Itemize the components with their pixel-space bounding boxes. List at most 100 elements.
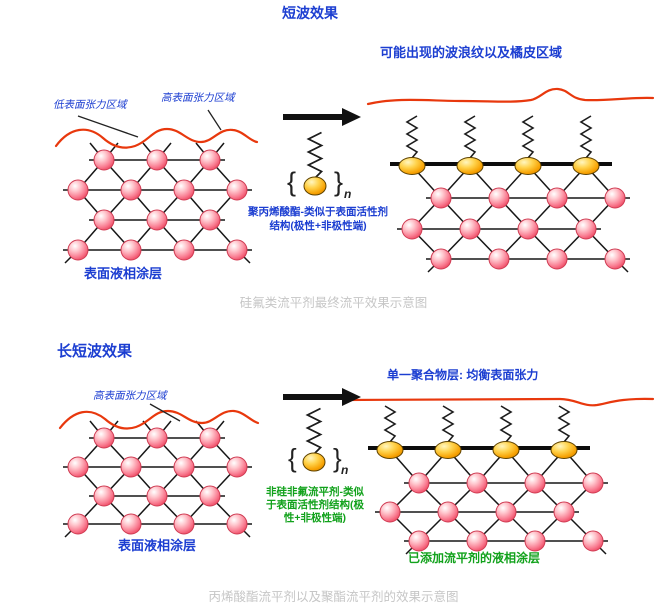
lattice-bottom-left — [63, 420, 252, 538]
high-tension-label-bottom: 高表面张力区域 — [93, 390, 167, 402]
bottom-right-lattice-caption: 已添加流平剂的液相涂层 — [408, 551, 541, 565]
top-panel-caption: 硅氟类流平剂最终流平效果示意图 — [239, 296, 428, 310]
top-left-lattice-caption: 表面液相涂层 — [84, 266, 163, 281]
molecule-label-line2: 结构(极性+非极性端) — [269, 220, 367, 232]
repeat-subscript: n — [344, 187, 352, 201]
pink-sphere — [173, 456, 195, 478]
pink-sphere — [546, 187, 568, 209]
top-right-heading: 可能出现的波浪纹以及橘皮区域 — [380, 45, 563, 60]
pink-sphere — [199, 149, 221, 171]
pink-sphere — [67, 179, 89, 201]
orange-head — [514, 157, 542, 175]
pink-sphere — [430, 248, 452, 270]
pink-sphere — [67, 456, 89, 478]
brace-left: { — [287, 167, 297, 197]
bottom-panel-title: 长短波效果 — [57, 343, 133, 360]
pink-sphere — [93, 427, 115, 449]
surfactant-tail — [521, 115, 535, 159]
arrow-head — [342, 388, 361, 406]
orange-head — [434, 441, 462, 459]
surfactant-tail — [383, 405, 397, 443]
surfactant-tail — [405, 115, 419, 159]
polymer-line-bottom-right — [342, 397, 655, 407]
pink-sphere — [495, 501, 517, 523]
pink-sphere — [120, 239, 142, 261]
molecule-bottom — [302, 407, 326, 472]
bottom-left-lattice-caption: 表面液相涂层 — [118, 538, 197, 553]
polymer-chain — [306, 131, 324, 179]
pink-sphere — [226, 456, 248, 478]
pink-sphere — [546, 248, 568, 270]
orange-head — [492, 441, 520, 459]
pink-sphere — [199, 485, 221, 507]
transform-arrow-bottom — [283, 388, 361, 406]
pink-sphere — [604, 248, 626, 270]
repeat-subscript-bottom: n — [341, 463, 349, 477]
orange-head — [572, 157, 600, 175]
pink-sphere — [437, 501, 459, 523]
polymer-chain — [305, 407, 323, 455]
pink-sphere — [120, 179, 142, 201]
molecule-bottom-label-line1: 非硅非氟流平剂-类似 — [266, 486, 364, 498]
pink-sphere — [226, 239, 248, 261]
pink-sphere — [199, 209, 221, 231]
pink-sphere — [173, 179, 195, 201]
bottom-right-heading: 单一聚合物层: 均衡表面张力 — [387, 368, 539, 382]
top-panel-title: 短波效果 — [282, 5, 338, 21]
orange-head — [376, 441, 404, 459]
pink-sphere — [604, 187, 626, 209]
wave-line-top-right — [366, 87, 655, 106]
molecule-label-line1: 聚丙烯酸酯-类似于表面活性剂 — [248, 206, 388, 218]
surfactant-row-top-right — [390, 115, 612, 175]
pink-sphere — [401, 218, 423, 240]
transform-arrow-top — [283, 108, 361, 126]
pink-sphere — [199, 427, 221, 449]
pink-sphere — [488, 187, 510, 209]
pink-sphere — [459, 218, 481, 240]
pointer-high-tension — [207, 109, 222, 131]
pointer-low-tension — [77, 115, 139, 138]
orange-head — [398, 157, 426, 175]
wave-line-bottom-left — [58, 409, 260, 430]
pink-sphere — [173, 239, 195, 261]
pink-sphere — [575, 218, 597, 240]
bottom-panel-caption: 丙烯酸酯流平剂以及聚酯流平剂的效果示意图 — [208, 590, 459, 604]
brace-left-bottom: { — [288, 443, 297, 473]
molecule-bottom-label-line2: 于表面活性剂结构(极 — [266, 499, 364, 511]
pink-sphere — [93, 209, 115, 231]
polar-head — [303, 176, 327, 196]
pink-sphere — [93, 149, 115, 171]
surfactant-tail — [499, 405, 513, 443]
pink-sphere — [120, 513, 142, 535]
pink-sphere — [524, 472, 546, 494]
pink-sphere — [408, 530, 430, 552]
pink-sphere — [466, 472, 488, 494]
pink-sphere — [173, 513, 195, 535]
surfactant-row-bottom-right — [368, 405, 590, 459]
pink-sphere — [524, 530, 546, 552]
pink-sphere — [120, 456, 142, 478]
pink-sphere — [582, 472, 604, 494]
orange-head — [550, 441, 578, 459]
surfactant-tail — [557, 405, 571, 443]
pink-sphere — [379, 501, 401, 523]
molecule-bottom-label-line3: 性+非极性端) — [283, 512, 347, 524]
pink-sphere — [517, 218, 539, 240]
brace-right-bottom: } — [333, 443, 342, 473]
arrow-head — [342, 108, 361, 126]
pink-sphere — [226, 513, 248, 535]
lattice-bottom-right — [375, 449, 608, 555]
surfactant-tail — [463, 115, 477, 159]
pink-sphere — [430, 187, 452, 209]
wave-line-top-left — [54, 127, 259, 149]
pink-sphere — [67, 513, 89, 535]
polar-head — [302, 452, 326, 472]
lattice-top-right — [397, 165, 630, 273]
pink-sphere — [553, 501, 575, 523]
pink-sphere — [408, 472, 430, 494]
brace-right: } — [334, 167, 344, 197]
pink-sphere — [146, 149, 168, 171]
orange-head — [456, 157, 484, 175]
pink-sphere — [93, 485, 115, 507]
